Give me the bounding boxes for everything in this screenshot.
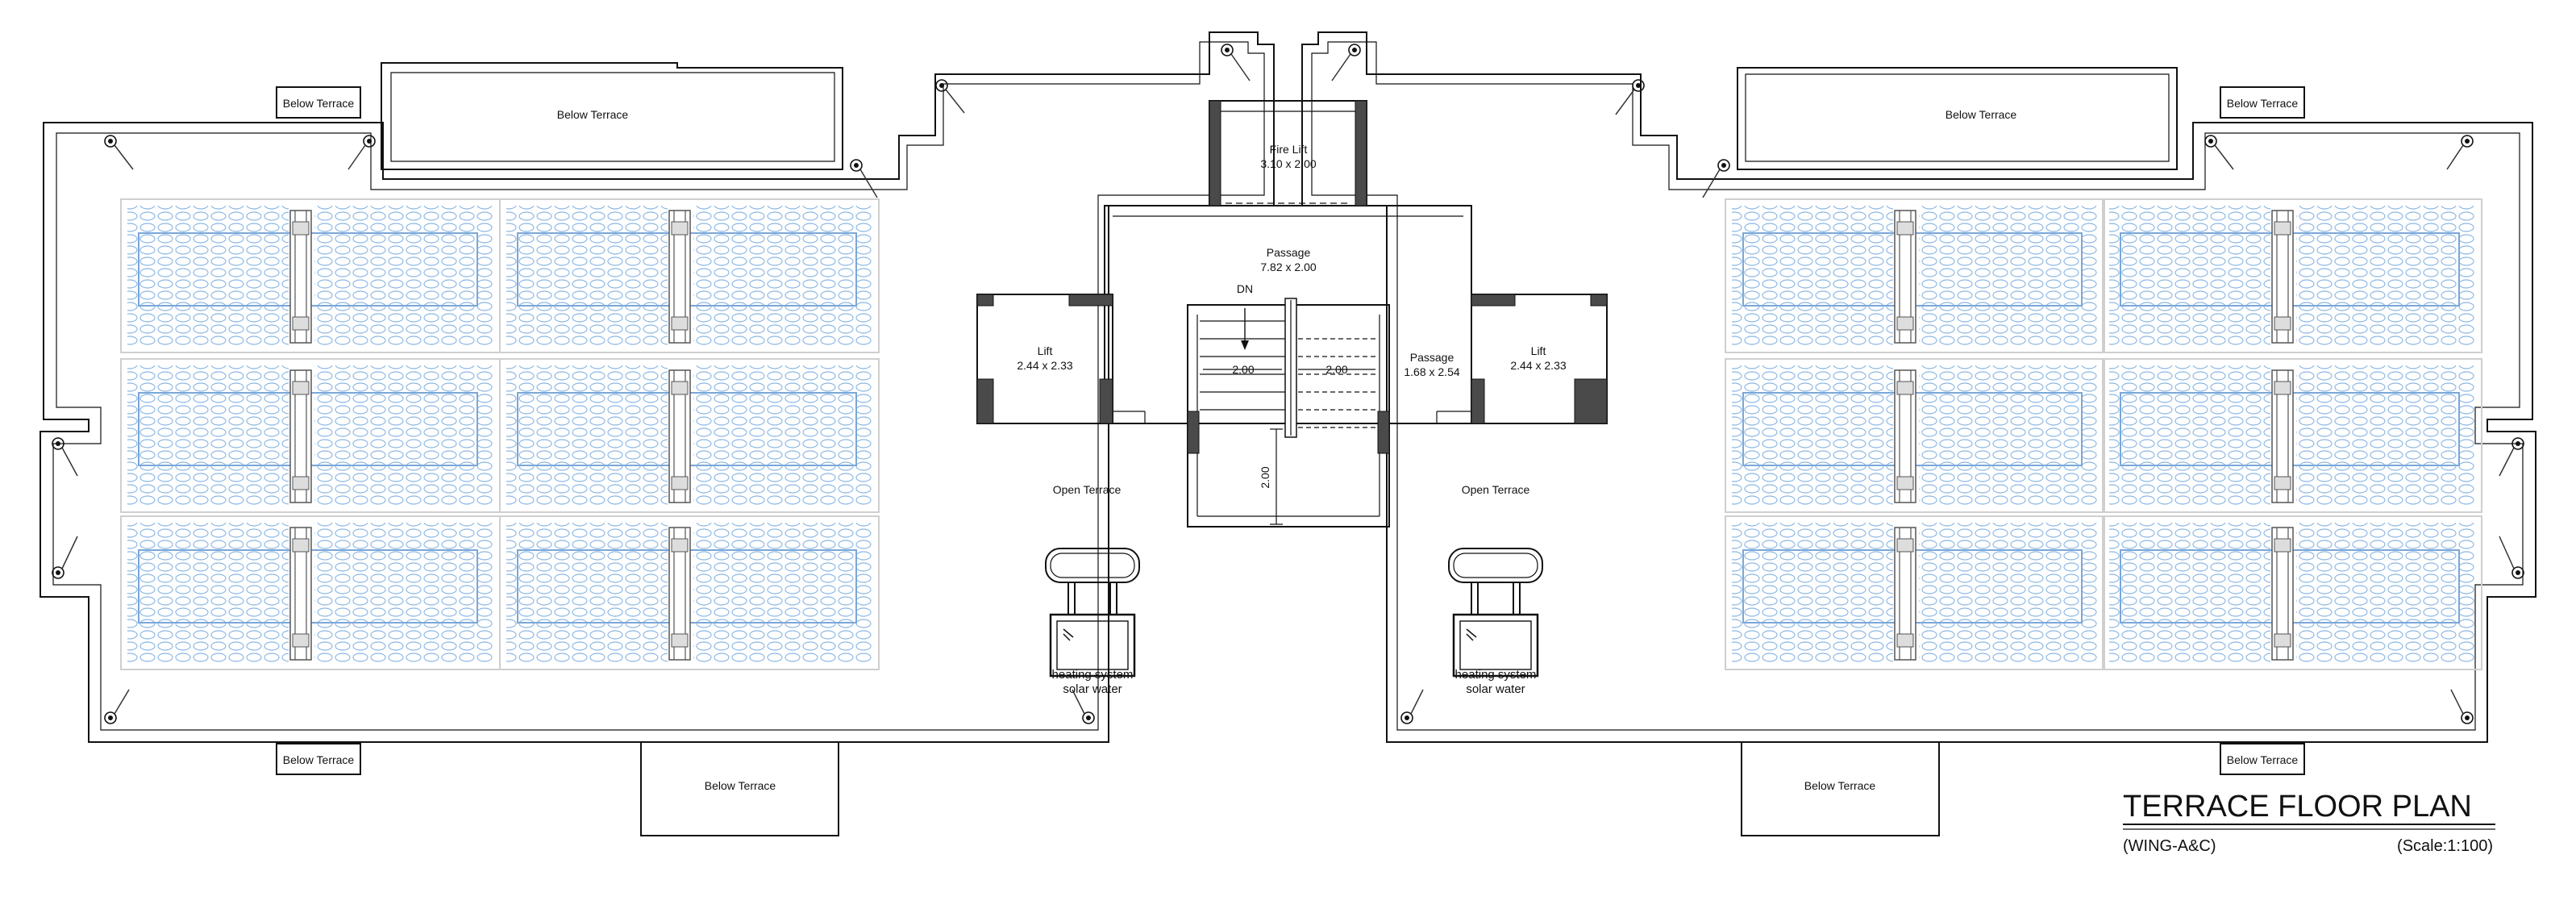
below-terrace-blocks-left <box>276 62 843 836</box>
label-below-terrace-top-right-small: Below Terrace <box>2227 97 2299 110</box>
label-below-terrace-bottom-right-small: Below Terrace <box>2227 753 2299 766</box>
label-lift-right: Lift <box>1531 344 1546 357</box>
solar-water-heater-right <box>1447 547 1544 678</box>
label-heating-left-1: heating system <box>1052 668 1134 682</box>
title-block: TERRACE FLOOR PLAN (WING-A&C) (Scale:1:1… <box>2123 790 2495 855</box>
label-fire-lift-size: 3.10 x 2.00 <box>1260 157 1316 170</box>
label-passage-side-size: 1.68 x 2.54 <box>1404 365 1459 378</box>
solar-water-heater-left <box>1044 547 1141 678</box>
label-passage-main-size: 7.82 x 2.00 <box>1260 261 1316 273</box>
staircase <box>1200 298 1377 525</box>
below-terrace-blocks-right <box>1737 67 2305 836</box>
solar-panels-right-b <box>2102 198 2482 670</box>
label-open-terrace-right: Open Terrace <box>1462 483 1530 496</box>
drawing-title: TERRACE FLOOR PLAN <box>2123 790 2472 824</box>
solar-panels-left-a <box>120 198 501 670</box>
label-heating-right-1: heating system <box>1455 668 1537 682</box>
lift-right <box>1436 294 1608 424</box>
label-lift-right-size: 2.44 x 2.33 <box>1510 359 1566 372</box>
label-lift-left-size: 2.44 x 2.33 <box>1017 359 1072 372</box>
label-fire-lift: Fire Lift <box>1270 143 1308 156</box>
label-dim-landing: 2.00 <box>1259 466 1271 488</box>
label-below-terrace-top-left: Below Terrace <box>557 108 629 121</box>
right-wing-outline <box>1301 31 2536 743</box>
label-heating-left-2: solar water <box>1063 682 1122 696</box>
label-below-terrace-bottom-left: Below Terrace <box>705 779 776 792</box>
drawing-wing: (WING-A&C) <box>2123 837 2216 855</box>
label-dn: DN <box>1237 282 1253 295</box>
label-dim-stair-left: 2.00 <box>1232 363 1254 376</box>
left-wing-outline <box>40 31 1275 743</box>
label-heating-right-2: solar water <box>1466 682 1525 696</box>
label-below-terrace-bottom-right: Below Terrace <box>1804 779 1876 792</box>
label-below-terrace-top-right: Below Terrace <box>1946 108 2017 121</box>
label-lift-left: Lift <box>1038 344 1053 357</box>
lift-left <box>976 294 1146 424</box>
label-open-terrace-left: Open Terrace <box>1053 483 1122 496</box>
drawing-scale: (Scale:1:100) <box>2397 837 2493 855</box>
label-below-terrace-bottom-left-small: Below Terrace <box>283 753 355 766</box>
label-dim-stair-right: 2.00 <box>1325 363 1347 376</box>
label-below-terrace-top-left-small: Below Terrace <box>283 97 355 110</box>
rain-water-outlets <box>52 44 2524 724</box>
solar-panels-left-b <box>499 198 880 670</box>
label-passage-side: Passage <box>1410 351 1454 364</box>
label-passage-main: Passage <box>1267 246 1311 259</box>
solar-panels-right-a <box>1725 198 2105 670</box>
